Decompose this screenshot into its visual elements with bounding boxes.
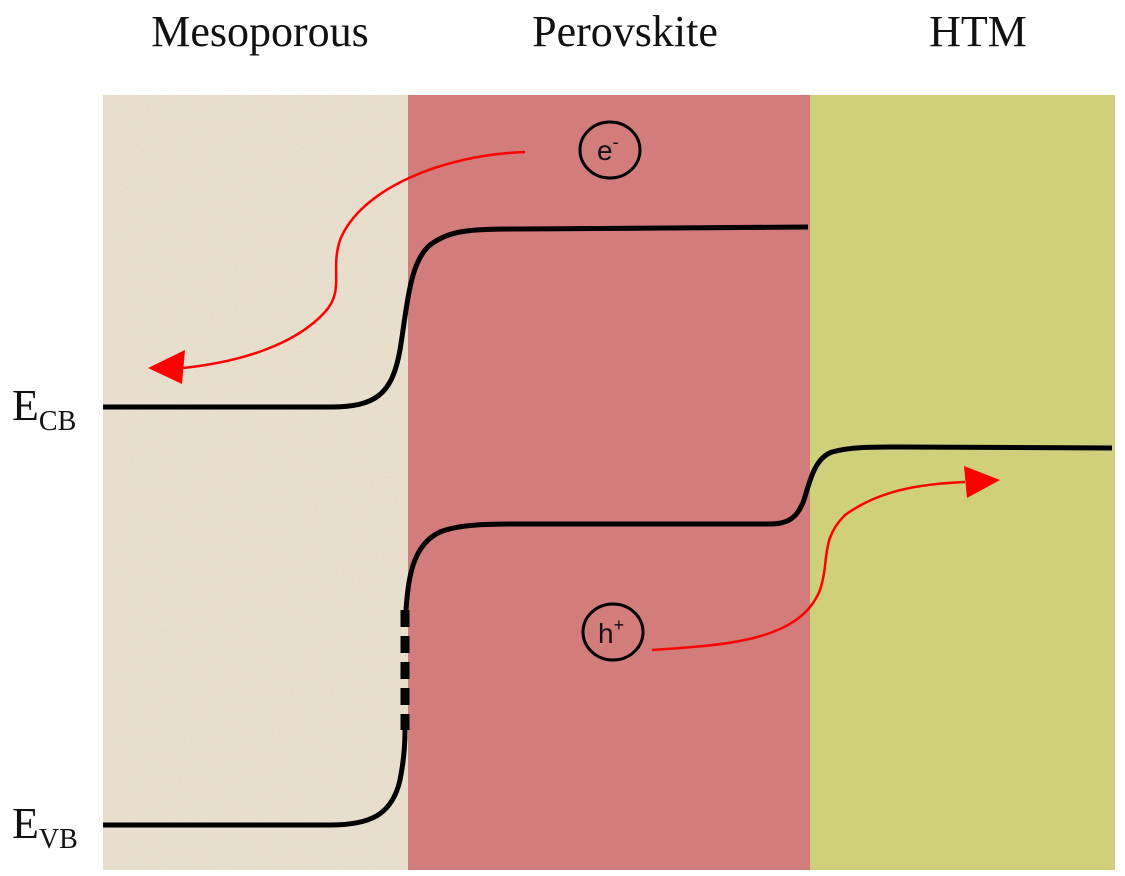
electron-badge: e- [578, 120, 642, 180]
valence-band-label: EVB [12, 799, 78, 855]
valence-band-edge-upper [403, 444, 1113, 611]
hole-transfer-arrow [651, 480, 966, 652]
mesoporous-label: Mesoporous [151, 7, 369, 56]
htm-label: HTM [929, 7, 1027, 56]
conduction-band-label: ECB [12, 381, 76, 437]
mesoporous-texture [103, 95, 408, 870]
perovskite-label: Perovskite [532, 7, 718, 56]
hole-label: h+ [598, 615, 624, 649]
electron-label: e- [597, 132, 619, 166]
electron-transfer-arrow [182, 150, 526, 370]
conduction-band-edge [103, 224, 809, 410]
electron-arrowhead [148, 350, 185, 384]
hole-badge: h+ [581, 602, 645, 662]
perovskite-region [408, 95, 810, 870]
hole-arrowhead [964, 466, 1000, 498]
valence-band-edge-lower [103, 729, 408, 828]
